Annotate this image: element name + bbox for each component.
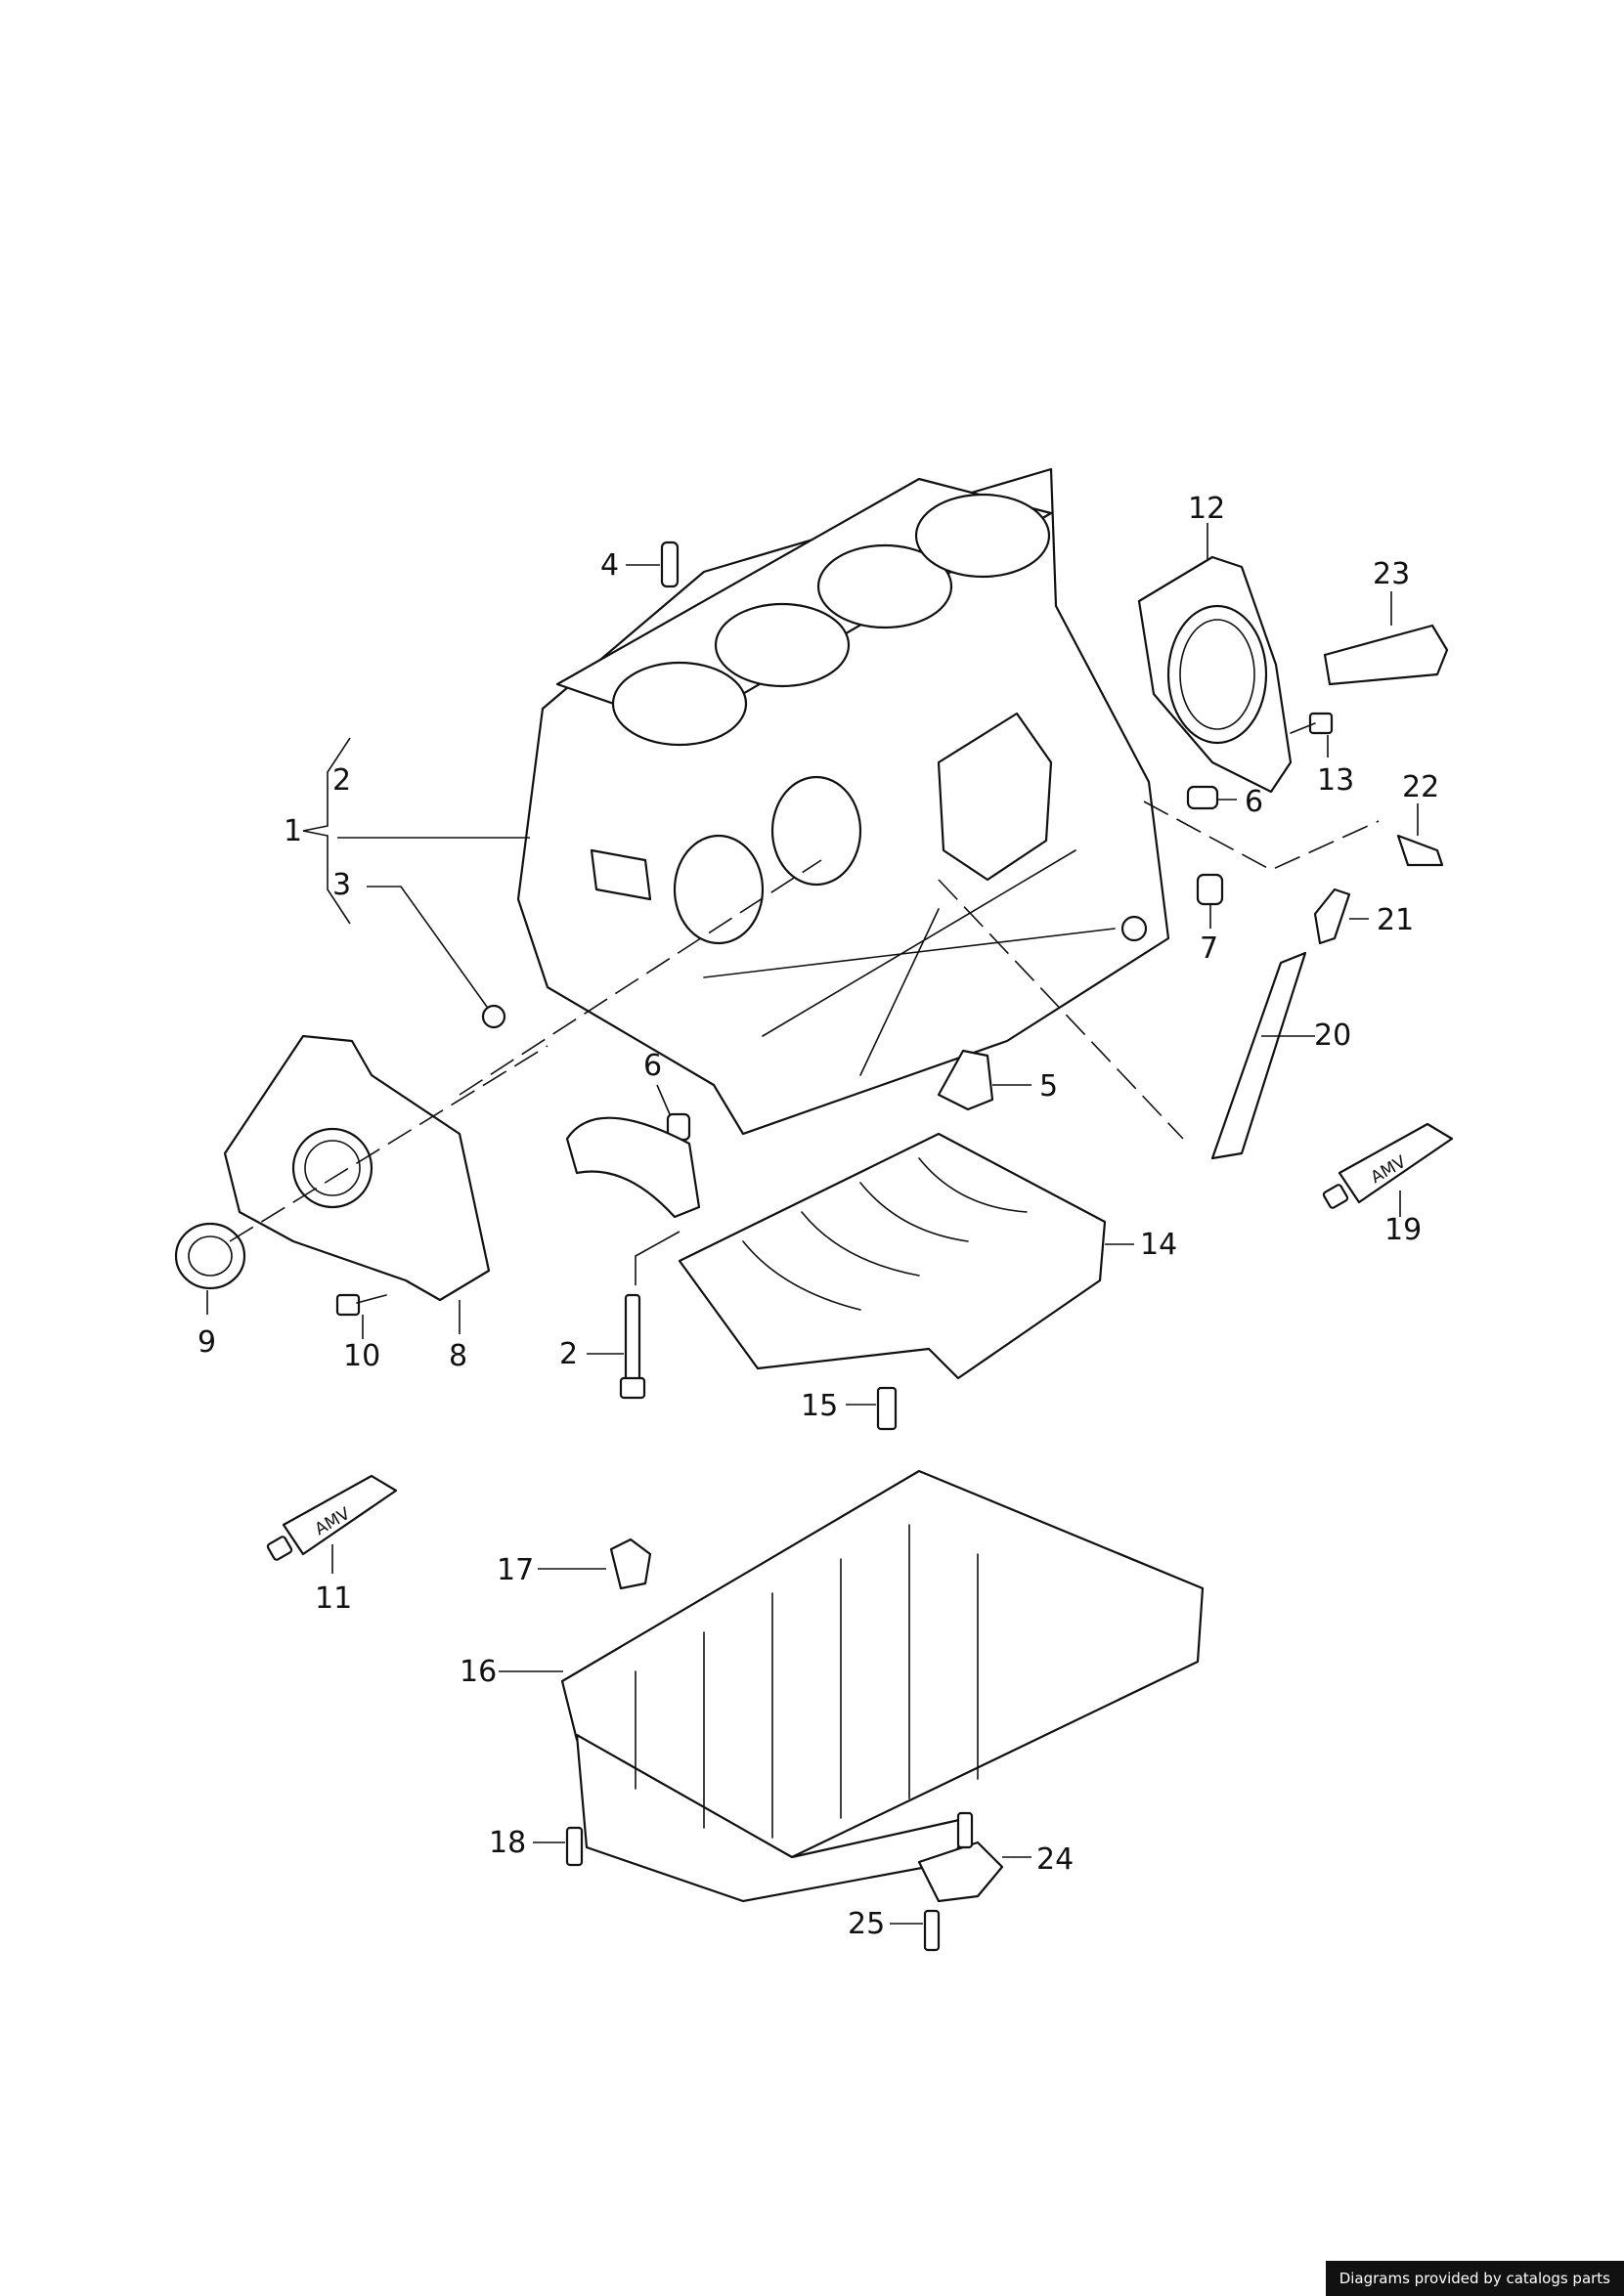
callout-14: 14	[1140, 1228, 1177, 1262]
callout-18: 18	[489, 1826, 526, 1860]
part-23-sensor	[1323, 591, 1449, 686]
callout-19: 19	[1384, 1213, 1422, 1247]
part-24-oil-sensor	[917, 1811, 1031, 1903]
part-6-sleeve-right	[1186, 785, 1237, 810]
callout-10: 10	[343, 1339, 380, 1373]
part-1-bracket	[302, 737, 530, 925]
callout-22: 22	[1402, 770, 1439, 804]
assembly-line-dipstick	[938, 879, 1184, 1140]
part-14-oil-baffle	[678, 1132, 1134, 1380]
callout-7: 7	[1200, 931, 1218, 966]
callout-5: 5	[1039, 1069, 1058, 1104]
part-12-rear-seal-flange	[1137, 523, 1293, 794]
credit-badge: Diagrams provided by catalogs parts	[1325, 2261, 1624, 2296]
part-15-bolt	[846, 1386, 898, 1431]
callout-3: 3	[332, 868, 351, 902]
callout-4: 4	[600, 548, 619, 583]
part-6-pin-left	[656, 1084, 691, 1142]
part-3-ring	[367, 886, 506, 1029]
callout-15: 15	[801, 1389, 838, 1423]
callout-9: 9	[198, 1325, 216, 1360]
part-7-sleeve	[1196, 873, 1224, 929]
part-20-dipstick-tube	[1210, 951, 1315, 1160]
part-16-oil-pan	[499, 1469, 1205, 1903]
callout-11: 11	[315, 1581, 352, 1616]
part-22-plug	[1396, 803, 1444, 867]
assembly-line-front	[459, 859, 822, 1096]
part-8-front-cover	[223, 1034, 491, 1334]
callout-23: 23	[1373, 557, 1410, 591]
assembly-line-rear	[1143, 801, 1380, 871]
bearing-cap	[565, 1116, 701, 1219]
callout-2a: 2	[332, 763, 351, 798]
callout-13: 13	[1317, 763, 1354, 798]
assembly-line-seal	[229, 1045, 549, 1242]
callout-6a: 6	[1245, 785, 1263, 819]
part-9-seal-ring	[174, 1222, 246, 1315]
engine-block	[516, 467, 1170, 1136]
callout-8: 8	[449, 1339, 467, 1373]
part-5-sensor	[937, 1049, 1031, 1111]
part-10-bolt	[335, 1293, 387, 1339]
part-18-bolt	[533, 1826, 584, 1867]
part-13-bolt	[1290, 712, 1334, 758]
part-25-bolt	[890, 1909, 941, 1952]
part-2-bolt	[587, 1231, 680, 1400]
callout-12: 12	[1188, 492, 1225, 526]
callout-1: 1	[284, 814, 302, 848]
part-11-sealant-tube	[266, 1474, 398, 1574]
callout-25: 25	[848, 1907, 885, 1941]
callout-2b: 2	[559, 1337, 578, 1371]
callout-21: 21	[1377, 903, 1414, 937]
part-21-fitting	[1313, 888, 1369, 945]
callout-24: 24	[1036, 1842, 1074, 1877]
part-4-pin	[626, 541, 680, 588]
callout-20: 20	[1314, 1018, 1351, 1053]
part-17-drain-plug	[538, 1538, 652, 1590]
callout-17: 17	[497, 1553, 534, 1587]
callout-16: 16	[460, 1655, 497, 1689]
callout-6b: 6	[643, 1049, 662, 1083]
part-19-sealant-tube	[1322, 1122, 1454, 1217]
